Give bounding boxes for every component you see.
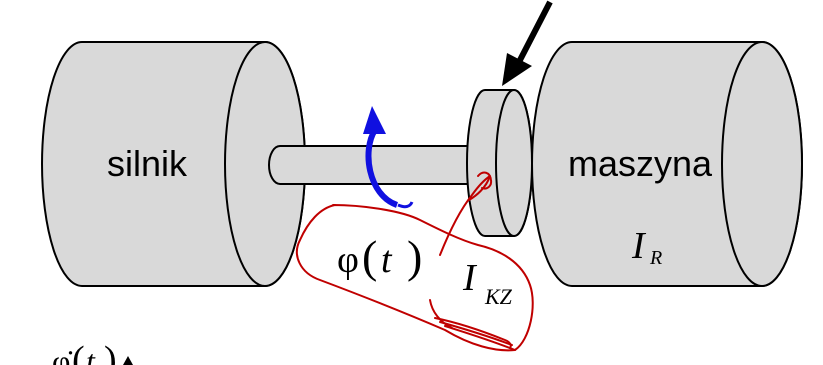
inertia-machine-symbol: I: [631, 225, 647, 267]
angle-close-paren: ): [407, 231, 422, 282]
velocity-label: φ̇ ( t ): [52, 339, 117, 365]
velocity-close-paren: ): [104, 339, 117, 365]
curved-arrow-icon: [363, 106, 414, 209]
handwritten-annotation: [295, 171, 534, 352]
inertia-coupling-subscript: KZ: [484, 284, 513, 309]
diagonal-arrow-icon: [502, 0, 553, 86]
inertia-coupling-symbol: I: [462, 257, 478, 299]
machine-label: maszyna: [568, 143, 713, 184]
machine-cylinder: [531, 41, 803, 287]
motor-cylinder: [41, 41, 306, 287]
up-arrow-icon: [123, 356, 133, 365]
velocity-symbol: φ̇: [52, 343, 72, 365]
angle-symbol: φ: [337, 239, 359, 281]
angle-open-paren: (: [362, 231, 377, 282]
velocity-argument: t: [86, 343, 96, 365]
angle-label: φ ( t ): [337, 231, 422, 282]
motor-label: silnik: [107, 143, 188, 184]
inertia-machine-subscript: R: [649, 247, 662, 269]
inertia-machine-label: I R: [631, 225, 662, 269]
velocity-open-paren: (: [72, 339, 85, 365]
angle-argument: t: [381, 239, 393, 281]
coupling-cylinder: [466, 89, 533, 237]
inertia-coupling-label: I KZ: [462, 257, 513, 309]
